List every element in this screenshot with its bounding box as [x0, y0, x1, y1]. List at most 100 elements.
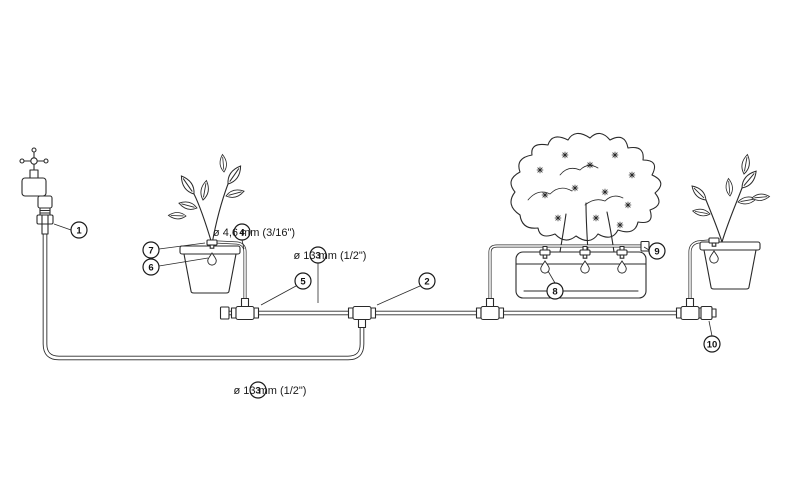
callout-10-leader: [708, 320, 713, 337]
sprig-icon: [561, 151, 569, 159]
annotation-small-tube: ø 4,6 mm (3/16"): [213, 227, 295, 239]
shrub-branch: [559, 213, 567, 253]
leaf-icon: [177, 199, 199, 212]
pot-body: [183, 253, 237, 294]
tap-body: [21, 177, 47, 197]
sprig-icon: [616, 221, 624, 229]
sprig-icon: [554, 214, 562, 222]
shrub-foliage: [510, 132, 662, 253]
sprig-icon: [624, 201, 632, 209]
t-left-nut: [253, 307, 260, 319]
leaf-icon: [740, 153, 752, 176]
annotation-main-tube-bottom: ø 13 mm (1/2"): [234, 385, 307, 397]
callout-2-circle: [418, 272, 436, 290]
end-cap-flange: [711, 308, 717, 318]
pipe-end-cap-right: [700, 305, 717, 321]
sprig-icon: [571, 184, 579, 192]
annotation-main-tube-top: ø 13 mm (1/2"): [294, 250, 367, 262]
tap-connector-nut: [36, 214, 54, 225]
supply-hose: [42, 232, 365, 361]
callout-7-leader: [158, 242, 206, 250]
sprig-icon: [628, 171, 636, 179]
callout-3-top-number: 3: [315, 250, 320, 261]
t-connector-right: [675, 297, 705, 321]
t-left-nut: [230, 307, 237, 319]
leaf-icon: [691, 207, 711, 218]
callout-7: 7: [142, 241, 206, 259]
t-connector-mid: [347, 305, 377, 329]
riser-right-pot: [688, 239, 710, 304]
callout-6-leader: [158, 257, 209, 267]
manifold-pipe: [488, 240, 650, 304]
callout-8: 8: [546, 270, 564, 300]
callout-9-leader: [643, 246, 650, 251]
callout-10-circle: [703, 335, 721, 353]
planter-box: [515, 251, 647, 299]
callout-5-leader: [260, 285, 297, 306]
planter-drippers: [539, 245, 628, 274]
callout-4-number: 4: [239, 227, 245, 238]
callout-2: 2: [376, 272, 436, 306]
callout-3-top: 3 ø 13 mm (1/2"): [294, 246, 367, 303]
callout-8-circle: [546, 282, 564, 300]
tap-handle-knob: [31, 147, 37, 153]
callout-10: 10: [703, 320, 721, 353]
callout-4-leader: [241, 239, 245, 250]
callout-4: 4 ø 4,6 mm (3/16"): [213, 223, 295, 250]
plant-stem: [705, 199, 723, 243]
t-connector-left: [230, 297, 260, 321]
callout-3-bottom-circle: [249, 381, 267, 399]
t-mid-nut: [347, 307, 354, 319]
leaf-icon: [224, 187, 246, 200]
tap-handle-knob: [19, 158, 25, 164]
leaf-icon: [167, 211, 187, 220]
callout-10-number: 10: [707, 339, 718, 350]
callout-1-leader: [53, 223, 72, 231]
shrub-branch: [606, 211, 615, 253]
callout-3-top-circle: [309, 246, 327, 264]
t-connector-planter: [475, 297, 505, 321]
right-pot: [689, 153, 771, 290]
callout-2-leader: [376, 285, 421, 306]
sprig-icon: [601, 188, 609, 196]
t-left-body: [235, 305, 255, 321]
manifold-fill: [489, 245, 642, 304]
t-planter-body: [480, 305, 500, 321]
sprig-icon: [611, 151, 619, 159]
leaf-icon: [199, 179, 211, 202]
tap-handle-hub: [30, 157, 38, 165]
pipe-end-left-cap: [219, 306, 230, 320]
callout-7-circle: [142, 241, 160, 259]
callout-9: 9: [643, 242, 666, 260]
sprig-icon: [541, 191, 549, 199]
callout-9-circle: [648, 242, 666, 260]
callout-5: 5: [260, 272, 312, 306]
tap-neck: [29, 169, 39, 179]
callouts: 1 7 6 4 ø 4,6 mm (3/16") 3 ø 13 mm (1/2"…: [53, 221, 721, 399]
callout-5-number: 5: [300, 276, 306, 287]
tap-handle-knob: [43, 158, 49, 164]
supply-hose-fill: [43, 232, 364, 360]
leaf-icon: [689, 183, 709, 203]
leaf-icon: [218, 153, 228, 173]
end-cap-body: [700, 305, 713, 321]
callout-3-bottom-number: 3: [255, 385, 260, 396]
callout-8-leader: [547, 270, 556, 284]
tap-thread: [39, 207, 51, 216]
callout-5-circle: [294, 272, 312, 290]
riser-right-fill: [689, 240, 710, 304]
t-mid-body: [352, 305, 372, 321]
callout-4-circle: [233, 223, 251, 241]
shrub-branch: [585, 202, 589, 253]
left-pot: [167, 153, 246, 294]
leaf-icon: [224, 163, 245, 187]
callout-2-number: 2: [424, 276, 429, 287]
callout-9-number: 9: [654, 246, 659, 257]
shrub-outline: [510, 132, 662, 242]
callout-6-circle: [142, 258, 160, 276]
shrub-texture: [584, 195, 624, 206]
sprig-icon: [536, 166, 544, 174]
shrub-texture: [527, 187, 573, 201]
leaf-icon: [724, 177, 734, 197]
